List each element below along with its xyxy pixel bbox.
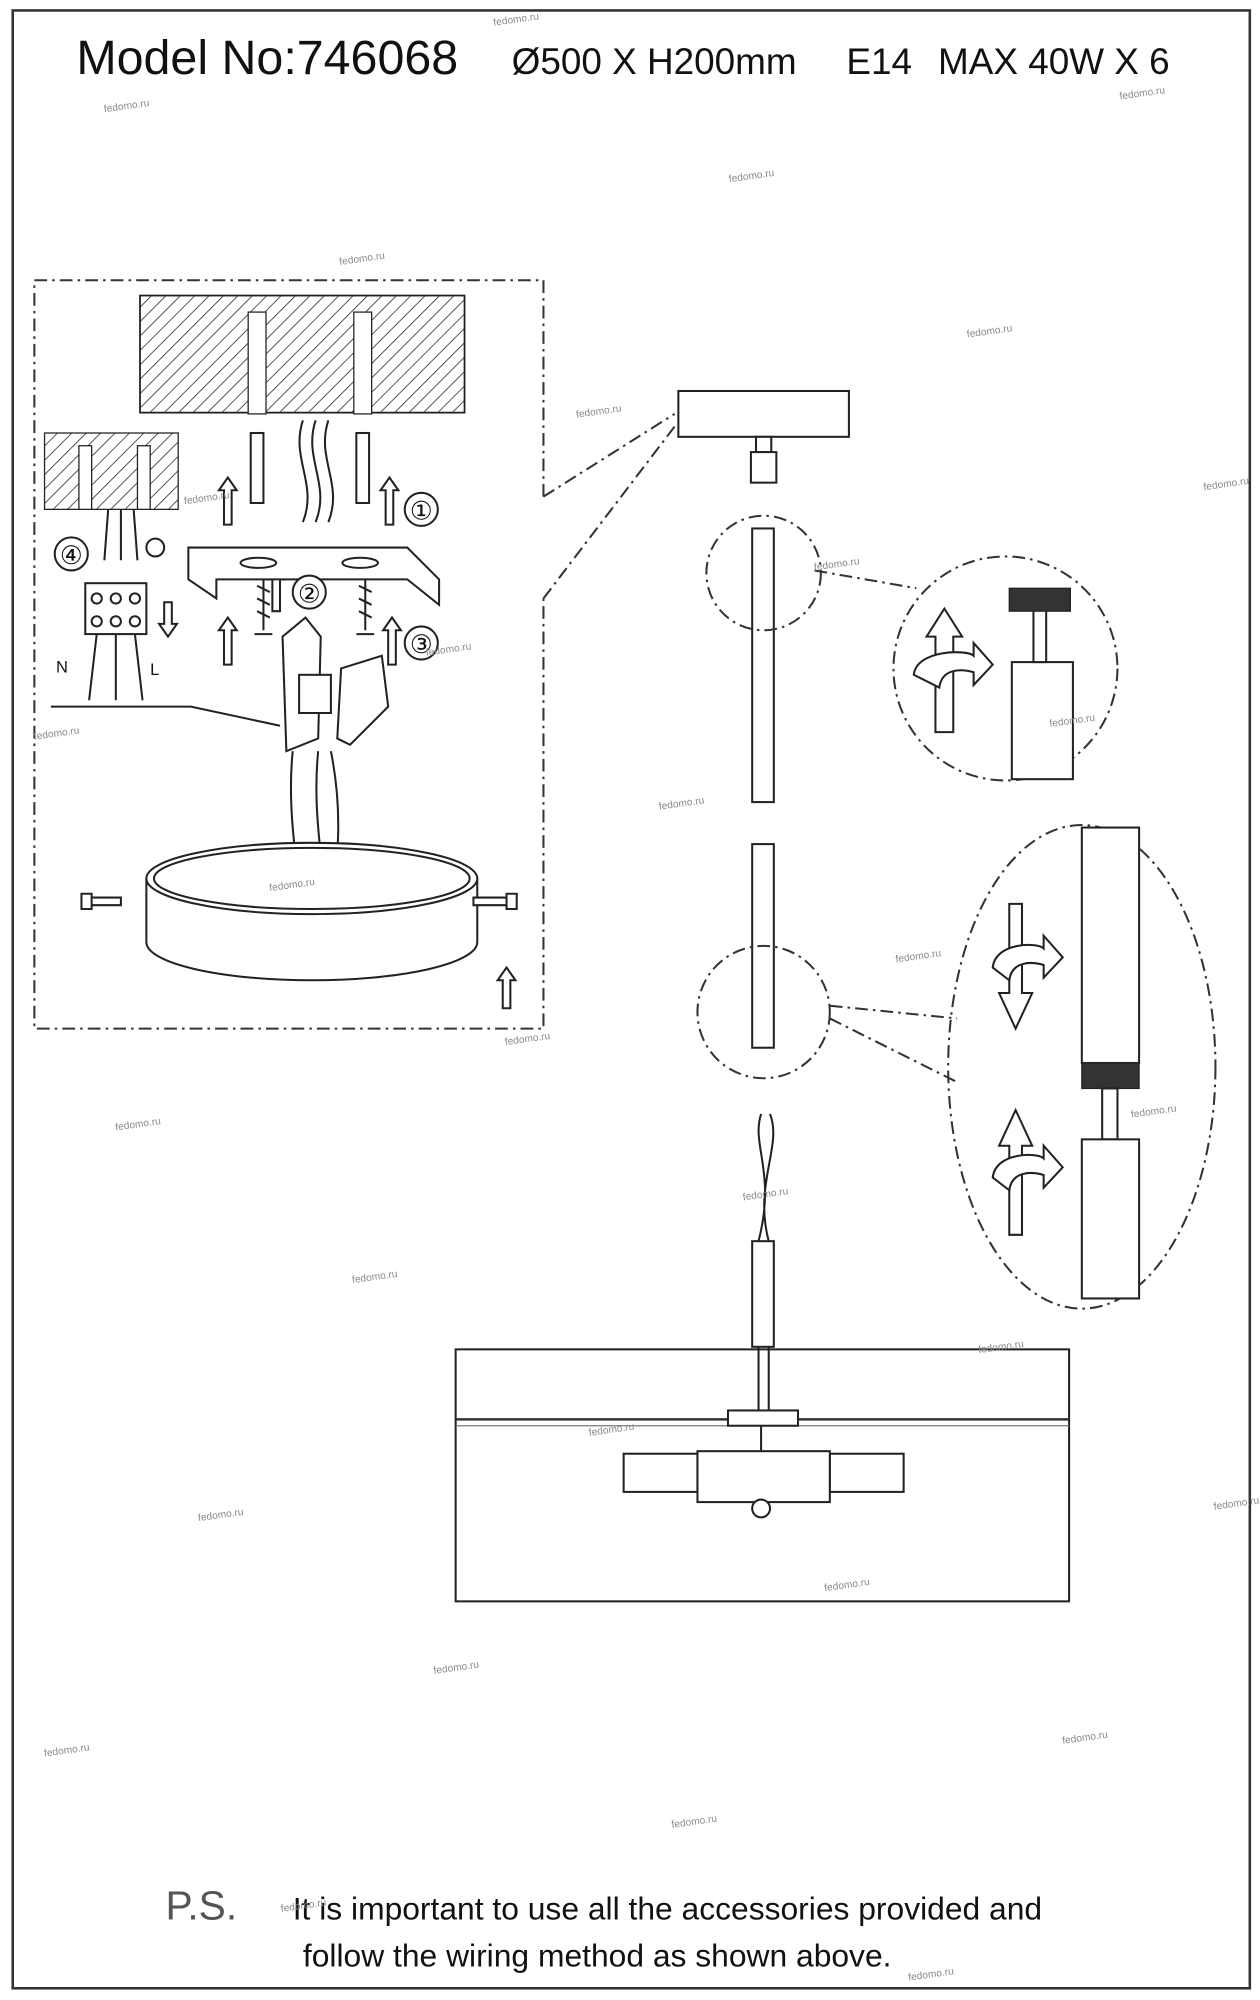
power-rating: MAX 40W X 6 bbox=[938, 41, 1170, 82]
ceiling-hatch-small bbox=[43, 432, 179, 510]
watermark: fedomo.ru bbox=[504, 1031, 551, 1048]
watermark: fedomo.ru bbox=[966, 323, 1013, 340]
watermark: fedomo.ru bbox=[493, 11, 540, 28]
up-arrow-icon bbox=[495, 965, 518, 1010]
up-arrow-icon bbox=[381, 615, 403, 666]
watermark: fedomo.ru bbox=[1130, 1103, 1177, 1120]
detail-callout-circle bbox=[696, 944, 831, 1080]
bulb-holder bbox=[828, 1452, 905, 1493]
step-3-marker: ③ bbox=[403, 625, 439, 661]
power-cable bbox=[757, 1113, 775, 1242]
watermark: fedomo.ru bbox=[433, 1660, 480, 1677]
watermark: fedomo.ru bbox=[895, 948, 942, 965]
inset-pointer-line bbox=[50, 705, 281, 727]
rotate-arrow-icon bbox=[991, 933, 1065, 983]
page-border bbox=[11, 9, 1252, 1990]
watermark: fedomo.ru bbox=[908, 1966, 955, 1983]
rod-connection-detail-2 bbox=[947, 823, 1217, 1310]
watermark: fedomo.ru bbox=[728, 168, 775, 185]
watermark: fedomo.ru bbox=[43, 1742, 90, 1759]
drill-hole bbox=[247, 311, 267, 415]
neutral-label: N bbox=[56, 657, 68, 676]
watermark: fedomo.ru bbox=[575, 403, 622, 420]
watermark: fedomo.ru bbox=[197, 1507, 244, 1524]
ceiling-mount-detail: ① ② ③ ④ N L bbox=[33, 279, 545, 1030]
detail-callout-circle bbox=[705, 514, 822, 632]
watermark: fedomo.ru bbox=[1213, 1495, 1260, 1512]
watermark: fedomo.ru bbox=[658, 795, 705, 812]
footer-note-line-1: It is important to use all the accessori… bbox=[293, 1891, 1042, 1927]
screw bbox=[356, 579, 375, 636]
watermark: fedomo.ru bbox=[103, 98, 150, 115]
screw bbox=[254, 579, 273, 636]
wall-anchor bbox=[355, 431, 371, 505]
watermark: fedomo.ru bbox=[351, 1269, 398, 1286]
watermark: fedomo.ru bbox=[33, 725, 80, 742]
callout-lines bbox=[814, 569, 917, 590]
connector bbox=[298, 673, 332, 715]
watermark: fedomo.ru bbox=[1203, 476, 1250, 493]
dimensions: Ø500 X H200mm bbox=[512, 41, 797, 82]
up-arrow-icon bbox=[216, 615, 239, 666]
step-4-label: ④ bbox=[60, 542, 83, 570]
lamp-body bbox=[696, 1450, 831, 1504]
step-4-marker: ④ bbox=[53, 536, 89, 572]
ceiling-hatch bbox=[139, 294, 466, 414]
connector-cover bbox=[336, 654, 390, 747]
model-number: Model No:746068 bbox=[76, 31, 458, 85]
finial bbox=[751, 1498, 772, 1519]
ceiling-canopy bbox=[677, 389, 850, 484]
callout-lines bbox=[542, 413, 676, 600]
step-1-label: ① bbox=[410, 498, 433, 526]
drill-hole bbox=[78, 445, 93, 510]
callout-lines bbox=[829, 1004, 958, 1084]
footer-note-line-2: follow the wiring method as shown above. bbox=[303, 1938, 892, 1974]
lamp-wires bbox=[88, 633, 144, 701]
drill-hole bbox=[353, 311, 373, 415]
side-screw bbox=[472, 892, 518, 911]
up-arrow-icon bbox=[378, 475, 401, 526]
rotate-arrow-icon bbox=[912, 640, 995, 690]
watermark: fedomo.ru bbox=[1119, 85, 1166, 102]
supply-wires bbox=[103, 509, 139, 561]
bulb-holder bbox=[622, 1452, 699, 1493]
ps-label: P.S. bbox=[165, 1883, 237, 1929]
watermark: fedomo.ru bbox=[813, 556, 860, 573]
live-label: L bbox=[150, 660, 159, 679]
down-arrow-icon bbox=[157, 601, 179, 639]
rotate-arrow-icon bbox=[991, 1143, 1065, 1193]
step-2-label: ② bbox=[298, 580, 321, 608]
watermark: fedomo.ru bbox=[339, 251, 386, 268]
drill-hole bbox=[136, 445, 151, 510]
step-1-marker: ① bbox=[403, 491, 439, 527]
wall-anchor bbox=[249, 431, 265, 505]
watermarks: fedomo.ru fedomo.ru fedomo.ru fedomo.ru … bbox=[33, 11, 1260, 1983]
up-arrow-icon bbox=[216, 475, 239, 526]
drum-shade bbox=[145, 841, 479, 982]
socket-type: E14 bbox=[846, 41, 912, 82]
ground-icon bbox=[145, 537, 166, 558]
bracket-slot bbox=[239, 556, 278, 569]
watermark: fedomo.ru bbox=[1062, 1730, 1109, 1747]
watermark: fedomo.ru bbox=[671, 1814, 718, 1831]
suspension-rod-upper bbox=[751, 527, 775, 804]
side-screw bbox=[80, 892, 122, 911]
step-3-label: ③ bbox=[410, 631, 433, 659]
detail-box-border bbox=[33, 279, 545, 1030]
supply-wires bbox=[298, 419, 334, 523]
step-2-marker: ② bbox=[291, 574, 327, 610]
cable-tube bbox=[751, 1240, 775, 1348]
bracket-slot bbox=[341, 556, 380, 569]
rod-connection-detail-1 bbox=[892, 555, 1119, 782]
watermark: fedomo.ru bbox=[115, 1116, 162, 1133]
assembled-lamp bbox=[454, 1346, 1071, 1603]
